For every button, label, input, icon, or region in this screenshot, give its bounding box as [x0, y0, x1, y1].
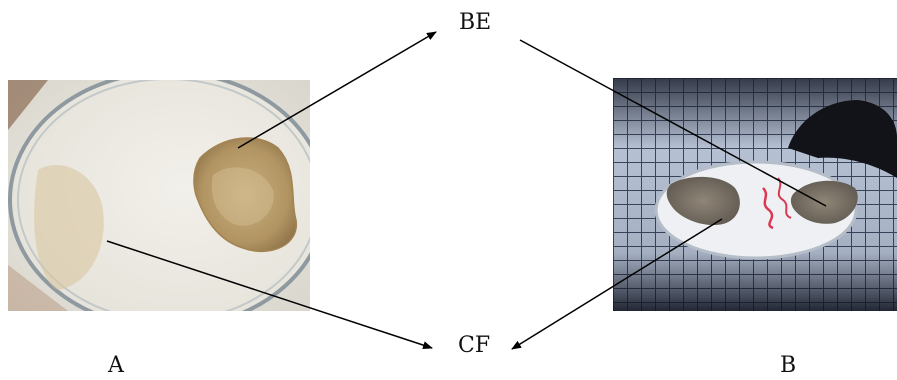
- label-cf: CF: [458, 333, 491, 358]
- petri-dish-a-image: [8, 80, 310, 311]
- petri-dish-b-image: [613, 78, 897, 311]
- arrow-a-to-cf: [106, 240, 433, 349]
- arrow-a-to-be: [237, 31, 437, 149]
- photo-panel-a: [8, 80, 310, 311]
- photo-panel-b: [613, 78, 897, 311]
- line-be-to-b: [519, 39, 827, 207]
- arrow-b-to-cf: [511, 218, 723, 350]
- label-be: BE: [459, 10, 492, 35]
- label-b: B: [780, 353, 797, 378]
- label-a: A: [108, 353, 124, 378]
